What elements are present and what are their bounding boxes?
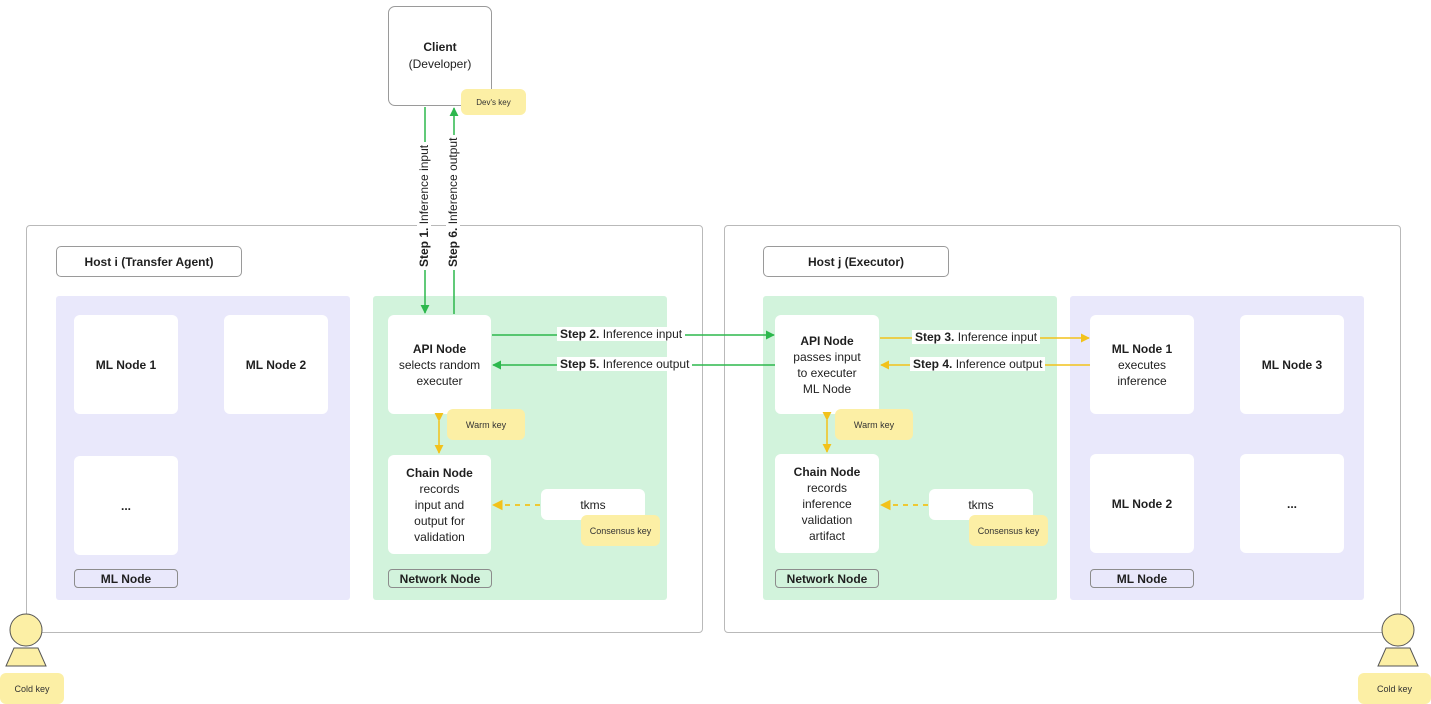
person-icon-left-body [5, 647, 47, 667]
step-6-label: Step 6. Inference output [446, 134, 460, 270]
host-j-ml-node-more: ... [1240, 454, 1344, 553]
dev-key: Dev's key [461, 89, 526, 115]
client-title: Client [423, 40, 457, 54]
host-j-ml-node-3: ML Node 3 [1240, 315, 1344, 414]
cold-key-right: Cold key [1358, 673, 1431, 704]
host-j-api-node: API Node passes input to executer ML Nod… [775, 315, 879, 414]
host-i-ml-node-more: ... [74, 456, 178, 555]
host-i-title: Host i (Transfer Agent) [56, 246, 242, 277]
host-i-network-group-label: Network Node [388, 569, 492, 588]
host-j-tkms: tkms [929, 489, 1033, 520]
step-5-label: Step 5. Inference output [557, 357, 693, 371]
host-i-tkms: tkms [541, 489, 645, 520]
host-i-ml-node-1: ML Node 1 [74, 315, 178, 414]
host-j-consensus-key: Consensus key [969, 515, 1048, 546]
host-j-ml-node-1: ML Node 1 executes inference [1090, 315, 1194, 414]
host-i-ml-group-label: ML Node [74, 569, 178, 588]
host-i-consensus-key: Consensus key [581, 515, 660, 546]
client-subtitle: (Developer) [408, 57, 472, 71]
cold-key-left: Cold key [0, 673, 64, 704]
host-j-network-group-label: Network Node [775, 569, 879, 588]
step-1-label: Step 1. Inference input [417, 141, 431, 270]
step-2-label: Step 2. Inference input [557, 327, 686, 341]
step-4-label: Step 4. Inference output [910, 357, 1046, 371]
host-i-chain-node: Chain Node records input and output for … [388, 455, 491, 554]
host-i-warm-key: Warm key [447, 409, 525, 440]
step-3-label: Step 3. Inference input [912, 330, 1041, 344]
host-j-title: Host j (Executor) [763, 246, 949, 277]
host-j-warm-key: Warm key [835, 409, 913, 440]
person-icon-right-head [1381, 613, 1415, 647]
person-icon-left-head [9, 613, 43, 647]
host-i-ml-node-2: ML Node 2 [224, 315, 328, 414]
person-icon-right-body [1377, 647, 1419, 667]
host-j-ml-group-label: ML Node [1090, 569, 1194, 588]
host-j-chain-node: Chain Node records inference validation … [775, 454, 879, 553]
host-i-api-node: API Node selects random executer [388, 315, 491, 414]
host-j-ml-node-2: ML Node 2 [1090, 454, 1194, 553]
